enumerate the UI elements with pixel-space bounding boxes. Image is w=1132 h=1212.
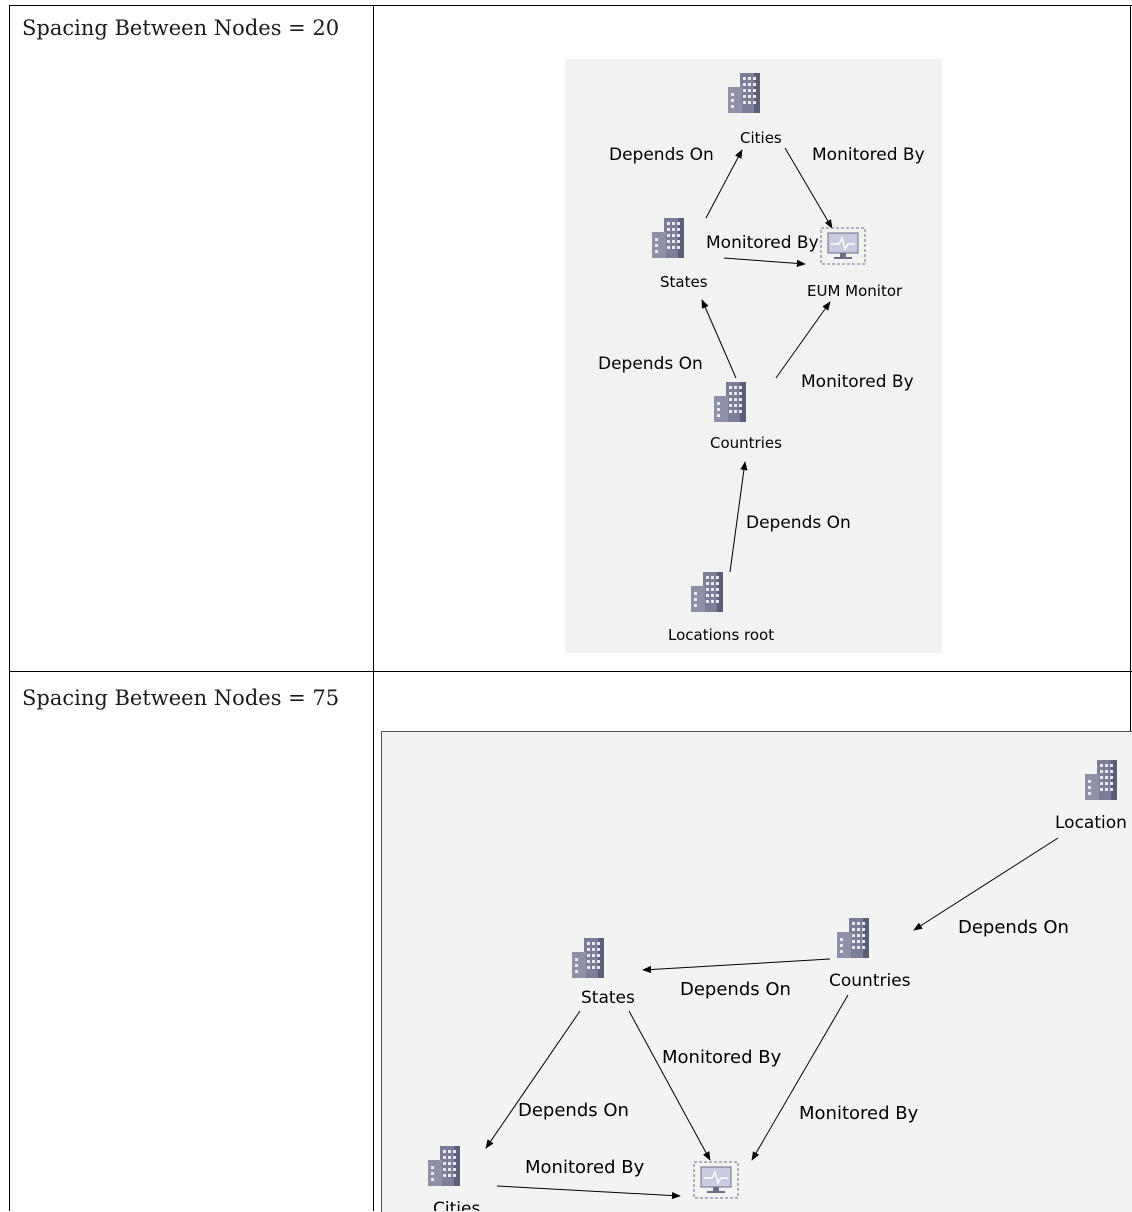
svg-text:Depends On: Depends On xyxy=(518,1100,629,1121)
edge-states-cities xyxy=(705,149,743,219)
row-label-spacing-75: Spacing Between Nodes = 75 xyxy=(22,686,340,710)
svg-text:Depends On: Depends On xyxy=(598,354,703,374)
edge-label-depends-on: Depends On xyxy=(958,917,1069,938)
row-label-spacing-20: Spacing Between Nodes = 20 xyxy=(22,16,340,40)
edge-label-depends-on: Depends On xyxy=(680,979,791,1000)
building-icon xyxy=(691,572,723,612)
svg-text:Countries: Countries xyxy=(710,434,782,452)
building-icon xyxy=(728,73,760,113)
edge-label-depends-on: Depends On xyxy=(609,145,714,165)
building-icon xyxy=(652,218,684,258)
edge-label-depends-on: Depends On xyxy=(746,513,851,533)
svg-text:Location: Location xyxy=(1055,813,1127,833)
svg-text:Monitored By: Monitored By xyxy=(662,1047,782,1068)
table-border-top xyxy=(9,5,1132,6)
building-icon xyxy=(428,1146,460,1186)
edge-countries-states xyxy=(642,958,831,974)
node-label-eum-monitor: EUM Monitor xyxy=(807,282,903,300)
node-label-location: Location xyxy=(1055,813,1127,833)
edge-states-eum xyxy=(628,1010,711,1161)
node-label-countries: Countries xyxy=(710,434,782,452)
svg-text:Cities: Cities xyxy=(433,1199,480,1211)
edge-label-monitored-by: Monitored By xyxy=(801,372,914,392)
svg-text:EUM Monitor: EUM Monitor xyxy=(807,282,903,300)
building-icon xyxy=(572,938,604,978)
node-label-locations-root: Locations root xyxy=(668,626,774,644)
table-border-right xyxy=(1130,5,1131,1211)
svg-text:Monitored By: Monitored By xyxy=(801,372,914,392)
svg-text:Depends On: Depends On xyxy=(680,979,791,1000)
svg-text:Locations root: Locations root xyxy=(668,626,774,644)
svg-text:Depends On: Depends On xyxy=(609,145,714,165)
diagram-panel-spacing-75 xyxy=(381,731,1132,1212)
edge-countries-states xyxy=(701,299,737,379)
table-border-left xyxy=(9,5,10,1211)
building-icon xyxy=(714,382,746,422)
edge-label-depends-on: Depends On xyxy=(518,1100,629,1121)
node-label-states: States xyxy=(660,273,708,291)
svg-text:States: States xyxy=(660,273,708,291)
svg-text:Monitored By: Monitored By xyxy=(525,1157,645,1178)
edge-states-eum xyxy=(723,257,806,267)
edge-label-monitored-by: Monitored By xyxy=(799,1103,919,1124)
edge-label-monitored-by: Monitored By xyxy=(525,1157,645,1178)
node-label-cities: Cities xyxy=(740,129,782,147)
svg-text:States: States xyxy=(581,988,635,1008)
svg-text:Depends On: Depends On xyxy=(746,513,851,533)
building-icon xyxy=(1085,760,1117,800)
table-border-divider xyxy=(373,5,374,1211)
edge-cities-eum xyxy=(784,147,833,229)
edge-label-monitored-by: Monitored By xyxy=(662,1047,782,1068)
svg-text:Countries: Countries xyxy=(829,971,911,991)
diagram-spacing-75: Location Countries States Cities Depends… xyxy=(428,760,1127,1211)
edge-states-cities xyxy=(485,1010,581,1149)
edge-label-monitored-by: Monitored By xyxy=(706,233,819,253)
svg-text:Cities: Cities xyxy=(740,129,782,147)
node-label-cities: Cities xyxy=(433,1199,480,1211)
edge-label-depends-on: Depends On xyxy=(598,354,703,374)
edge-root-countries xyxy=(913,837,1059,931)
table-border-mid xyxy=(9,671,1132,672)
svg-text:Monitored By: Monitored By xyxy=(799,1103,919,1124)
node-label-countries: Countries xyxy=(829,971,911,991)
edge-countries-eum xyxy=(775,301,831,379)
svg-text:Monitored By: Monitored By xyxy=(706,233,819,253)
monitor-icon xyxy=(820,227,866,265)
svg-text:Monitored By: Monitored By xyxy=(812,145,925,165)
edge-countries-eum xyxy=(751,994,849,1161)
edge-label-monitored-by: Monitored By xyxy=(812,145,925,165)
building-icon xyxy=(837,918,869,958)
diagram-spacing-20: Cities States EUM Monitor Countries Loca… xyxy=(598,73,925,644)
edge-cities-eum xyxy=(496,1185,681,1200)
node-label-states: States xyxy=(581,988,635,1008)
monitor-icon xyxy=(693,1161,739,1199)
svg-text:Depends On: Depends On xyxy=(958,917,1069,938)
edge-root-countries xyxy=(729,461,748,573)
diagram-panel-spacing-20 xyxy=(565,59,942,653)
